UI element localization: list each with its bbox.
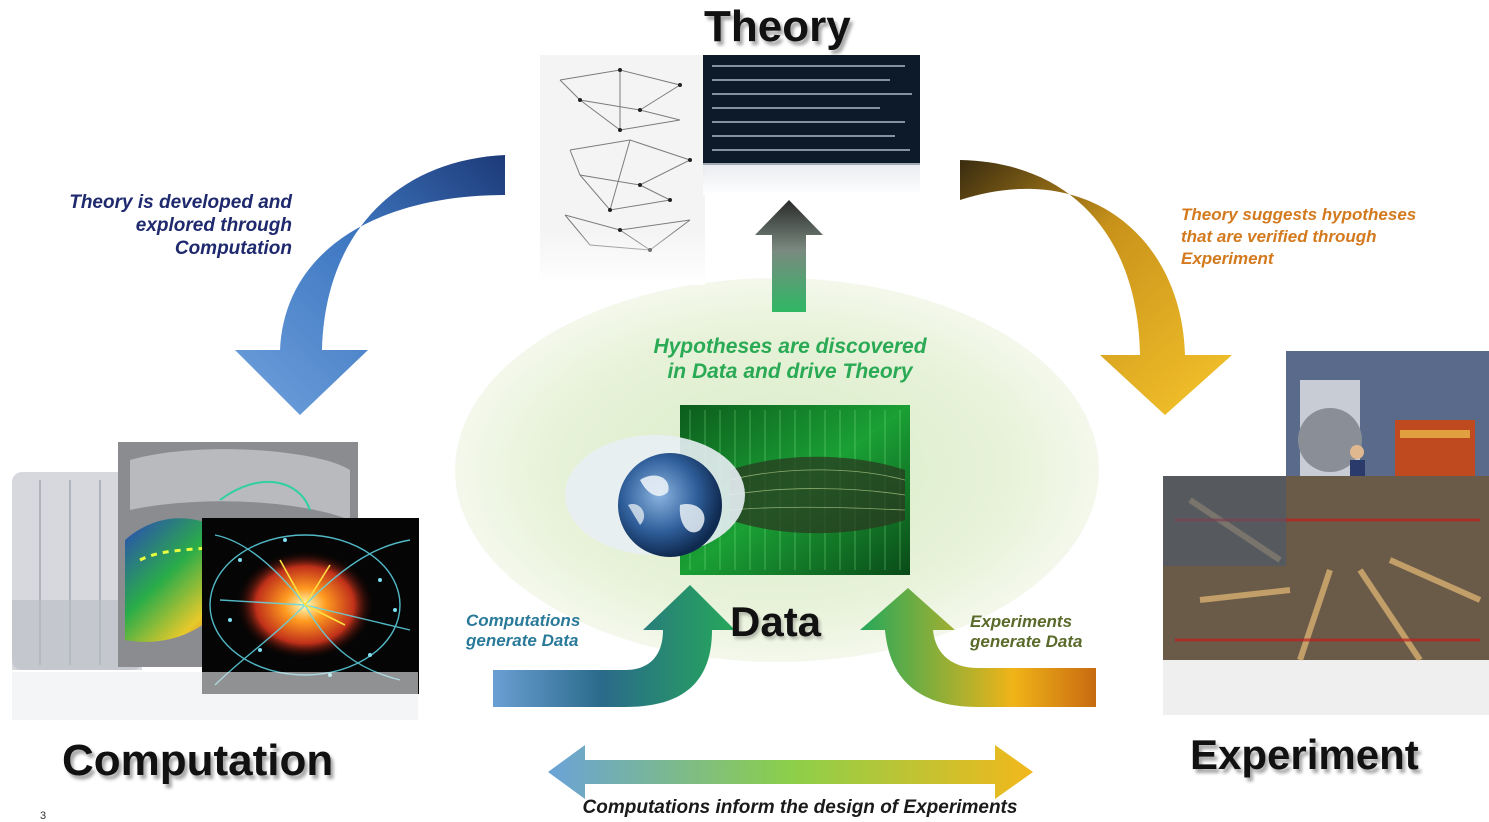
computation-node-label: Computation — [62, 736, 334, 785]
theory-to-computation-arrow — [235, 155, 505, 415]
page-number: 3 — [40, 810, 47, 822]
theory-to-experiment-arrow — [960, 160, 1232, 415]
theory-graph-image — [540, 55, 705, 285]
experiment-to-data-text: Experiments generate Data — [970, 612, 1083, 652]
experiment-to-data-arrow — [860, 588, 1096, 707]
computation-experiment-text: Computations inform the design of Experi… — [582, 797, 1018, 818]
computation-to-data-text: Computations generate Data — [466, 611, 581, 651]
particle-collision-image — [202, 518, 419, 694]
data-node-label: Data — [730, 598, 822, 645]
theory-to-computation-text: Theory is developed and explored through… — [69, 192, 292, 259]
experiment-reflection — [1163, 660, 1489, 715]
computation-experiment-double-arrow — [548, 745, 1033, 799]
theory-to-experiment-text: Theory suggests hypotheses that are veri… — [1181, 205, 1417, 269]
experiment-node-label: Experiment — [1190, 731, 1419, 778]
data-binary-image — [680, 405, 910, 575]
data-to-theory-arrow — [755, 200, 823, 312]
data-to-theory-text: Hypotheses are discovered in Data and dr… — [653, 335, 927, 384]
computation-reflection — [12, 672, 418, 720]
theory-equations-image — [703, 55, 920, 195]
computation-to-data-arrow — [493, 585, 735, 707]
earth-image — [565, 435, 745, 557]
theory-node-label: Theory — [704, 2, 851, 51]
experiment-accelerator-image — [1163, 476, 1489, 662]
